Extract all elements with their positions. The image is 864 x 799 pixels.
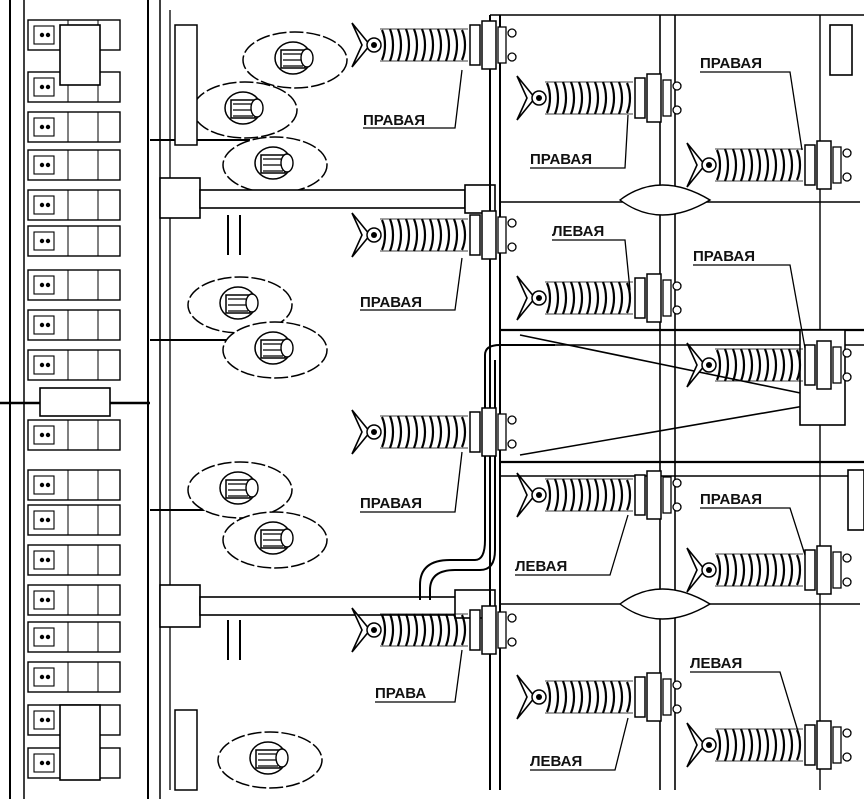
label-left-1: ЛЕВАЯ	[552, 223, 604, 240]
label-right-8: ПРАВА	[375, 685, 426, 702]
labels: ПРАВАЯ ПРАВАЯ ПРАВАЯ ПРАВАЯ ПРАВАЯ ПРАВА…	[360, 55, 762, 770]
label-right-5: ПРАВАЯ	[693, 248, 755, 265]
label-right-6: ПРАВАЯ	[360, 495, 422, 512]
leader-lines	[360, 69, 806, 771]
label-right-1: ПРАВАЯ	[363, 112, 425, 129]
label-left-4: ЛЕВАЯ	[530, 753, 582, 770]
label-left-3: ЛЕВАЯ	[690, 655, 742, 672]
label-left-2: ЛЕВАЯ	[515, 558, 567, 575]
left-frame	[0, 0, 161, 799]
label-right-3: ПРАВАЯ	[700, 55, 762, 72]
label-right-2: ПРАВАЯ	[530, 151, 592, 168]
label-right-7: ПРАВАЯ	[700, 491, 762, 508]
label-right-4: ПРАВАЯ	[360, 294, 422, 311]
